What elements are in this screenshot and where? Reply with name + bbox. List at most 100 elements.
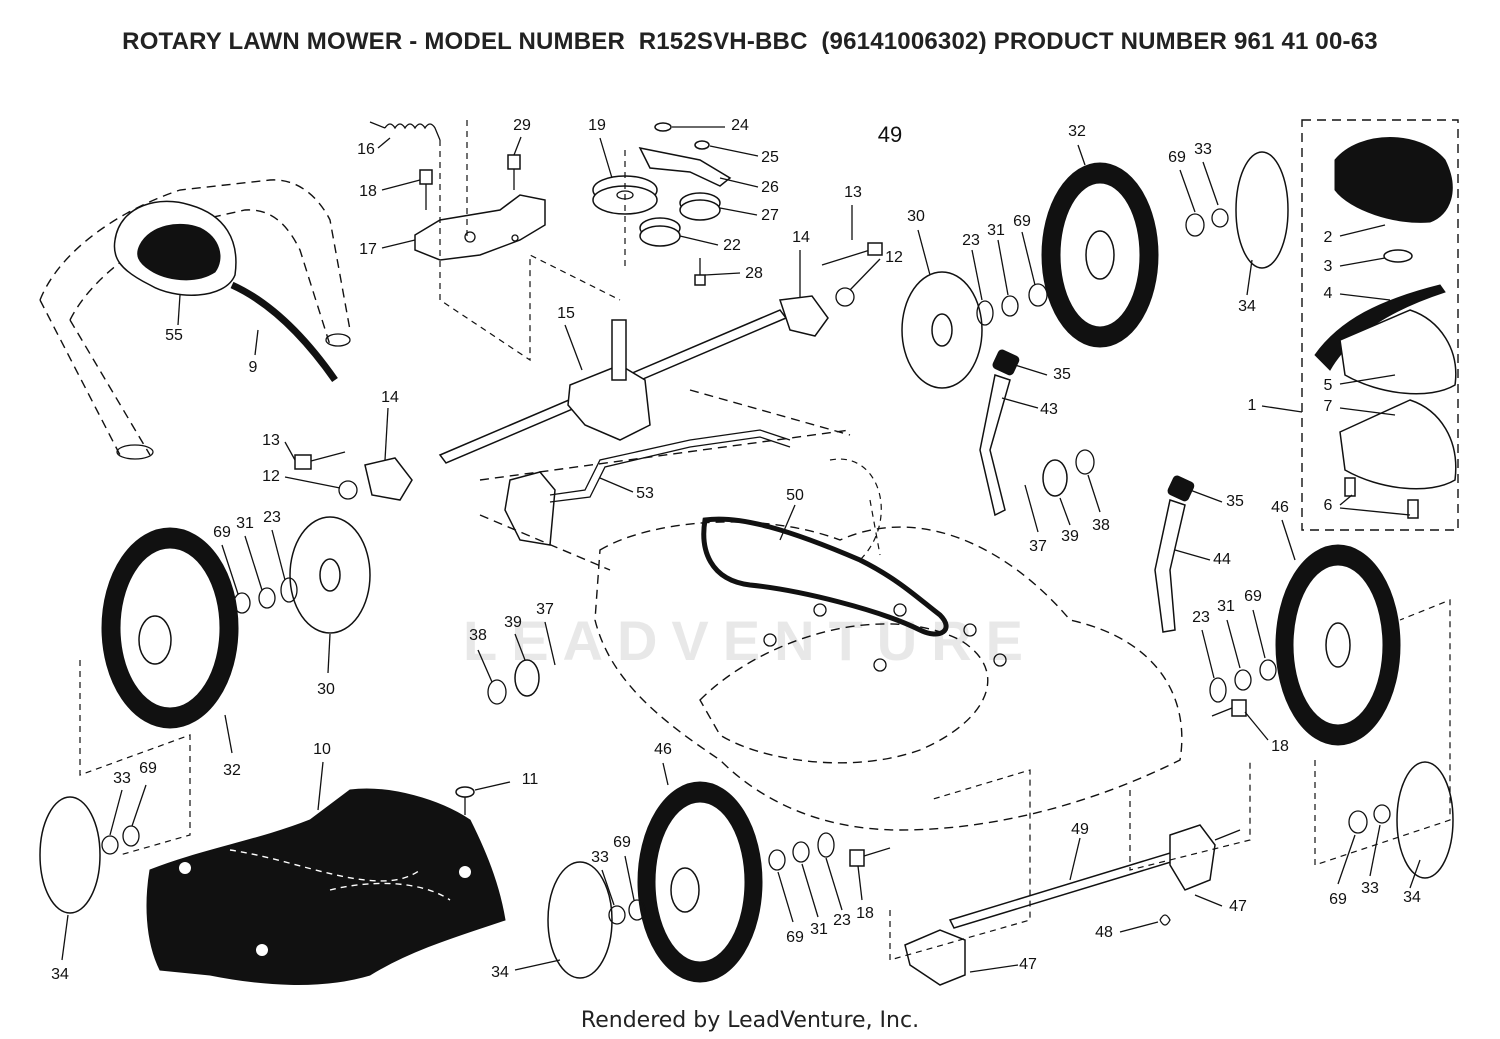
bolt-28[interactable] [694,258,706,286]
washer-69-br[interactable] [1348,810,1368,834]
callout-label: 23 [1192,609,1210,626]
callout-label: 39 [1061,528,1079,545]
hubcap-34-left[interactable] [39,796,101,914]
pulley-22[interactable] [639,217,681,247]
washer-31-l[interactable] [258,587,276,609]
callout-label: 47 [1019,956,1037,973]
bolt-18-top[interactable] [419,169,433,210]
rear-flap-10[interactable] [146,788,506,985]
callout-label: 69 [139,760,157,777]
control-grip[interactable] [113,200,237,296]
mower-deck[interactable] [594,458,1183,831]
rear-wheel-32[interactable] [1041,162,1159,348]
hubcap-34-right[interactable] [1396,761,1454,879]
bolt-18-fr[interactable] [1211,699,1247,717]
washer-69-r[interactable] [1028,283,1048,307]
washer-69-r2[interactable] [1185,213,1205,237]
callout-label: 47 [1229,898,1247,915]
gearbox[interactable] [567,319,651,441]
washer-69-l[interactable] [233,592,251,614]
callout-label: 19 [588,117,606,134]
bolt-18-b[interactable] [849,847,891,867]
callout-label: 12 [885,249,903,266]
gear-39-left[interactable] [514,659,540,697]
callout-label: 69 [213,524,231,541]
screw-11[interactable] [455,786,475,815]
callout-label: 69 [786,929,804,946]
callout-label: 37 [536,601,554,618]
washer-23-b[interactable] [817,832,835,858]
callout-label: 49 [878,122,902,147]
bag-hinge-2[interactable] [1334,137,1453,223]
pin-48[interactable] [1159,914,1171,926]
bolt-6a[interactable] [1344,477,1356,497]
callout-label: 30 [317,681,335,698]
gear-39[interactable] [1042,459,1068,497]
wheel-46-left[interactable] [637,781,763,983]
drive-belt-50[interactable] [701,516,949,637]
ring-12-left[interactable] [338,480,358,500]
bolt-29[interactable] [507,154,521,190]
callout-label: 18 [856,905,874,922]
washer-23-l[interactable] [280,577,298,603]
pulley-27[interactable] [679,192,721,221]
idler-arm-26[interactable] [638,146,732,187]
washer-31-fr[interactable] [1234,669,1252,691]
nut-25[interactable] [694,140,710,150]
callout-label: 14 [792,229,810,246]
watermark: LEADVENTURE [462,609,1038,672]
washer-31-b[interactable] [792,841,810,863]
callout-label: 31 [987,222,1005,239]
callout-label: 13 [844,184,862,201]
washer-69-fr[interactable] [1259,659,1277,681]
callout-label: 7 [1324,398,1333,415]
callout-label: 31 [1217,598,1235,615]
front-axle-49[interactable] [904,824,1241,986]
nut-33-br[interactable] [1373,804,1391,824]
callout-label: 33 [113,770,131,787]
washer-69-l2[interactable] [122,825,140,847]
wheel-32-left[interactable] [101,527,239,729]
bolt-13-right[interactable] [821,242,883,266]
hubcap-34-top[interactable] [1235,151,1289,269]
callout-label: 55 [165,327,183,344]
callout-label: 44 [1213,551,1231,568]
washer-23-r[interactable] [976,300,994,326]
bracket[interactable] [414,194,546,261]
washer-23-fr[interactable] [1209,677,1227,703]
callout-label: 24 [731,117,749,134]
handle-assembly[interactable] [39,179,351,460]
leader-lines [61,126,1421,973]
nut-24[interactable] [654,122,672,132]
callout-label: 17 [359,241,377,258]
nut-33-b[interactable] [608,905,626,925]
callout-label: 43 [1040,401,1058,418]
plate-5[interactable] [1339,309,1457,395]
bearing-14-left[interactable] [364,457,413,501]
nut-33-l[interactable] [101,835,119,855]
lever-44[interactable] [1154,475,1195,633]
control-cable[interactable] [230,281,338,383]
bearing-14-right[interactable] [778,295,829,337]
callout-label: 5 [1324,377,1333,394]
callout-label: 46 [1271,499,1289,516]
callout-label: 12 [262,468,280,485]
lever-43[interactable] [979,349,1020,517]
washer-31-r[interactable] [1001,295,1019,317]
clip-38[interactable] [1075,449,1095,475]
washer-69-b[interactable] [628,899,646,921]
hubcap-34-bottom[interactable] [547,861,613,979]
clip-38-left[interactable] [487,679,507,705]
spring[interactable] [369,121,441,141]
wheel-46-right[interactable] [1275,544,1401,746]
callout-label: 18 [1271,738,1289,755]
nut-33-r[interactable] [1211,208,1229,228]
washer-69-b2[interactable] [768,849,786,871]
ring-12-right[interactable] [835,287,855,307]
bolt-6b[interactable] [1407,499,1419,519]
wheel-cover-30-left[interactable] [289,516,371,634]
wheel-cover-30-right[interactable] [901,271,983,389]
plate-7[interactable] [1339,399,1457,490]
bolt-13-left[interactable] [294,451,346,470]
knob-3[interactable] [1383,249,1413,263]
